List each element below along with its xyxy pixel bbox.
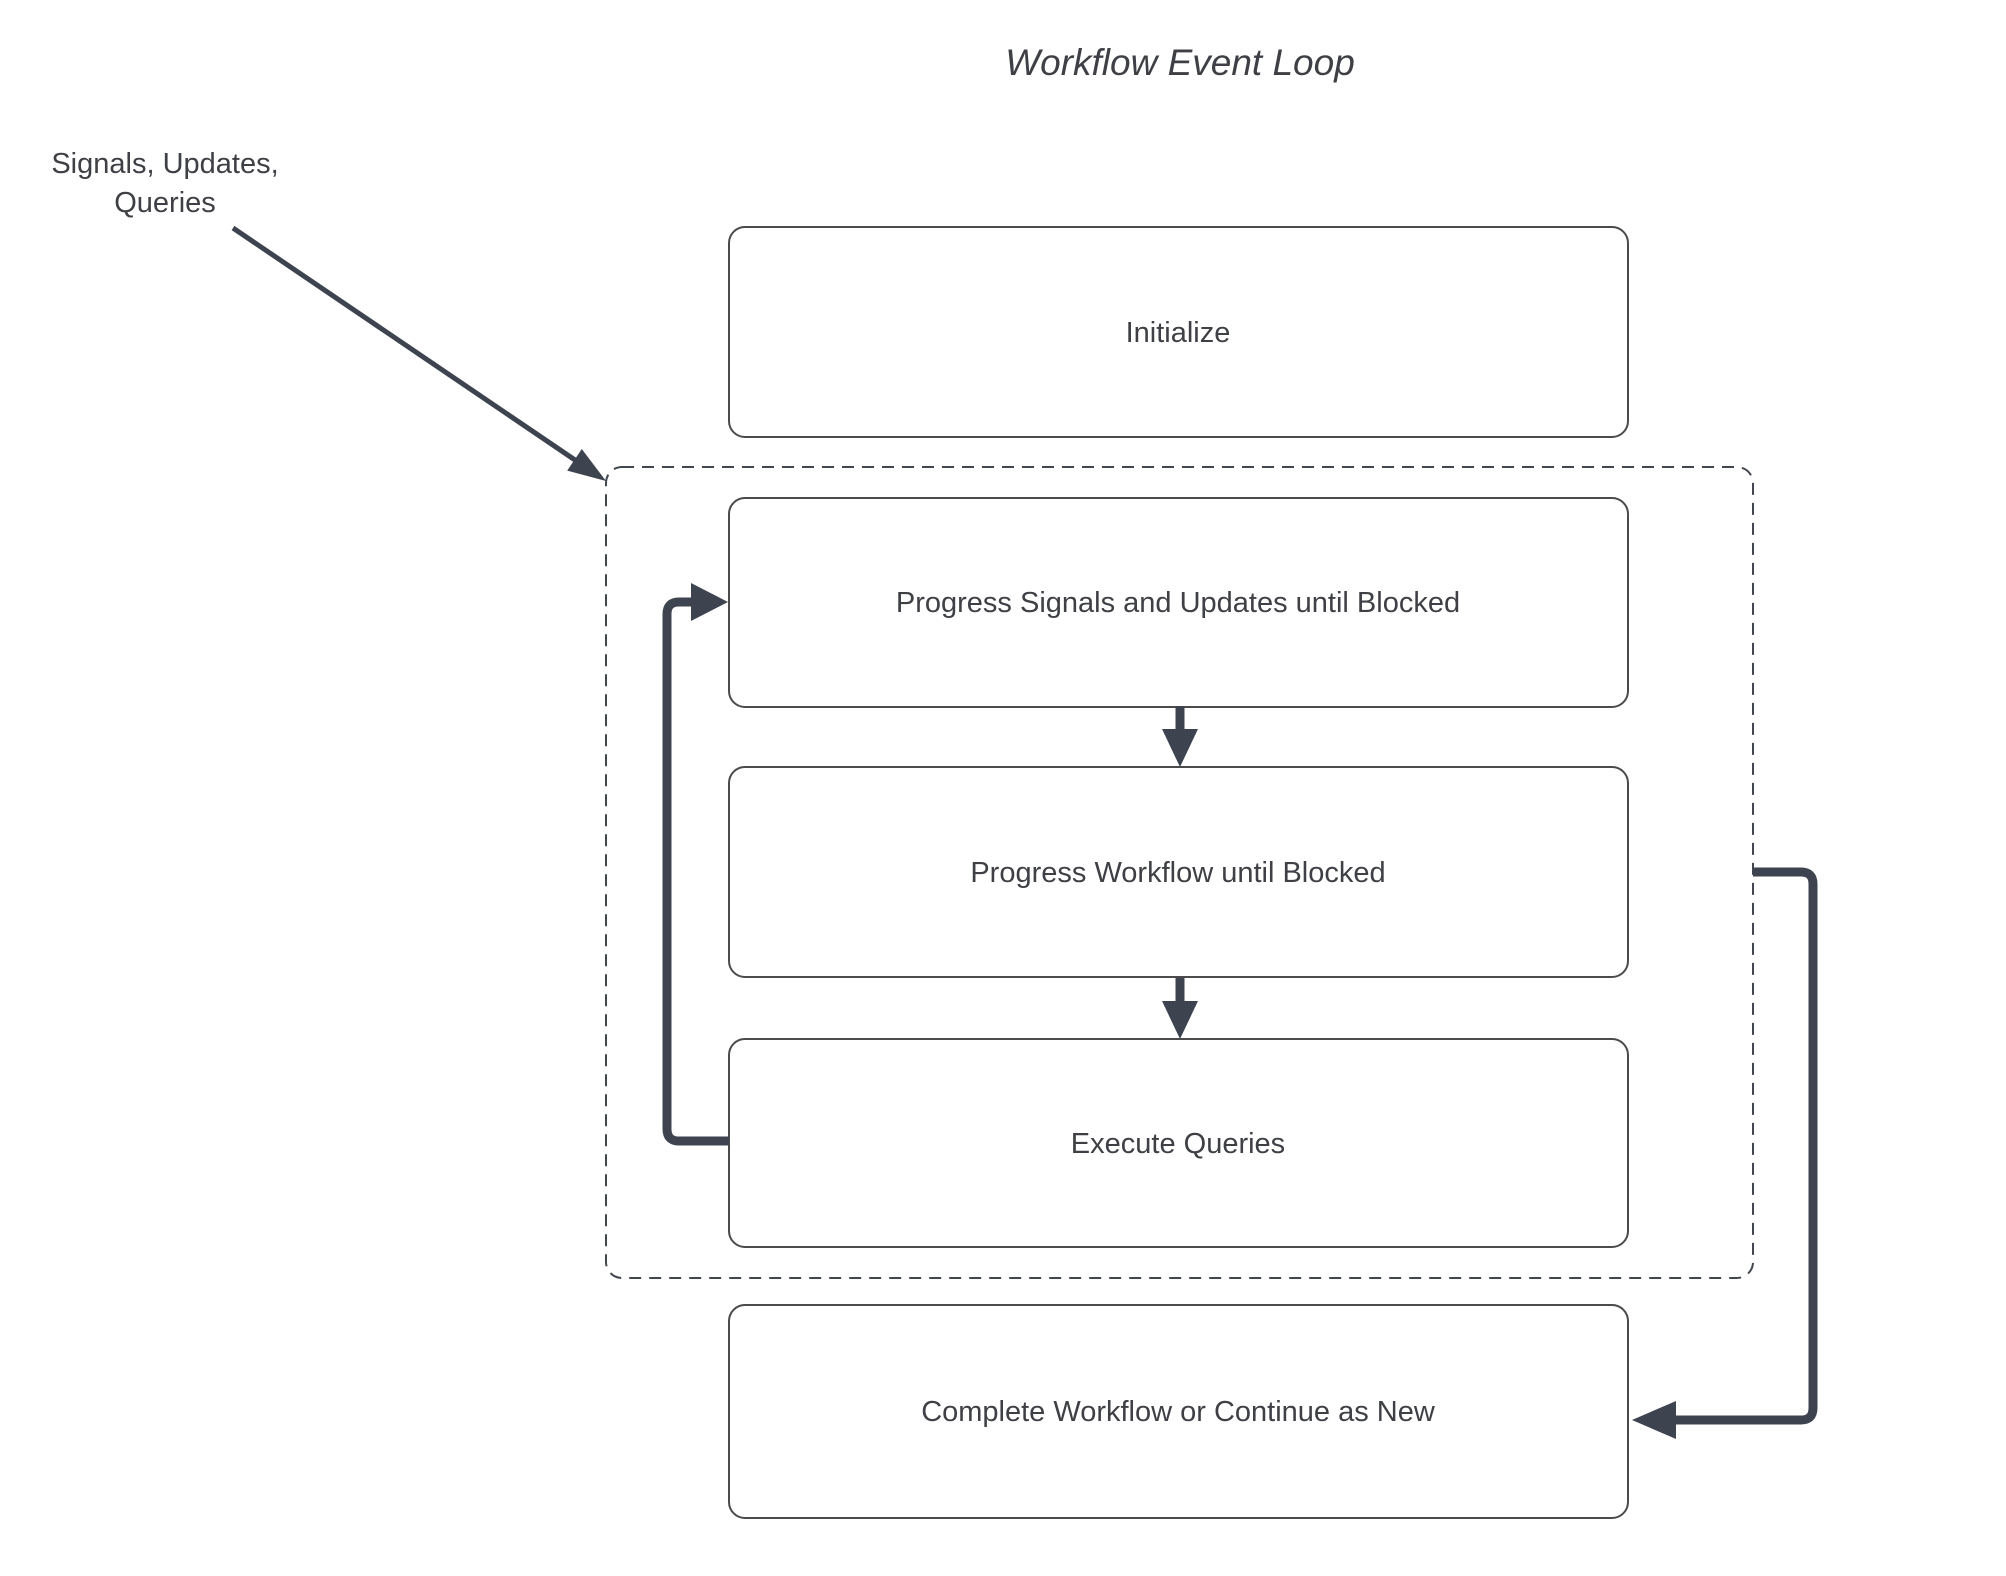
node-initialize: Initialize [728,226,1629,438]
annotation-line2: Queries [114,187,216,219]
arrow-loop-back [662,583,729,1146]
annotation-line1: Signals, Updates, [51,148,278,180]
node-progress-workflow: Progress Workflow until Blocked [728,766,1629,978]
execute-queries-label: Execute Queries [1071,1128,1285,1160]
down-arrowhead [1162,729,1198,767]
progress-signals-label: Progress Signals and Updates until Block… [896,587,1460,619]
left-arrowhead [1632,1401,1676,1439]
annotation-arrow-line [231,225,577,463]
arrow-signals-to-workflow [1162,706,1198,767]
progress-workflow-label: Progress Workflow until Blocked [970,857,1385,889]
loop-back-arrowhead [691,583,728,621]
arrow-workflow-to-queries [1162,978,1198,1039]
diagram-title: Workflow Event Loop [1005,42,1355,83]
node-progress-signals: Progress Signals and Updates until Block… [728,497,1629,708]
initialize-box [728,226,1629,438]
complete-workflow-label: Complete Workflow or Continue as New [921,1396,1436,1428]
node-execute-queries: Execute Queries [728,1038,1629,1248]
progress-workflow-box [728,766,1629,978]
initialize-label: Initialize [1126,317,1231,349]
down-arrowhead [1162,1001,1198,1039]
arrow-to-complete [1632,867,1818,1439]
complete-workflow-box [728,1304,1629,1519]
signals-updates-queries-annotation: Signals, Updates, Queries [51,148,278,219]
annotation-arrowhead [567,449,606,481]
loop-back-line [662,597,729,1146]
annotation-arrow [231,225,606,481]
node-complete-workflow: Complete Workflow or Continue as New [728,1304,1629,1519]
elbow-right-line [1676,867,1818,1425]
